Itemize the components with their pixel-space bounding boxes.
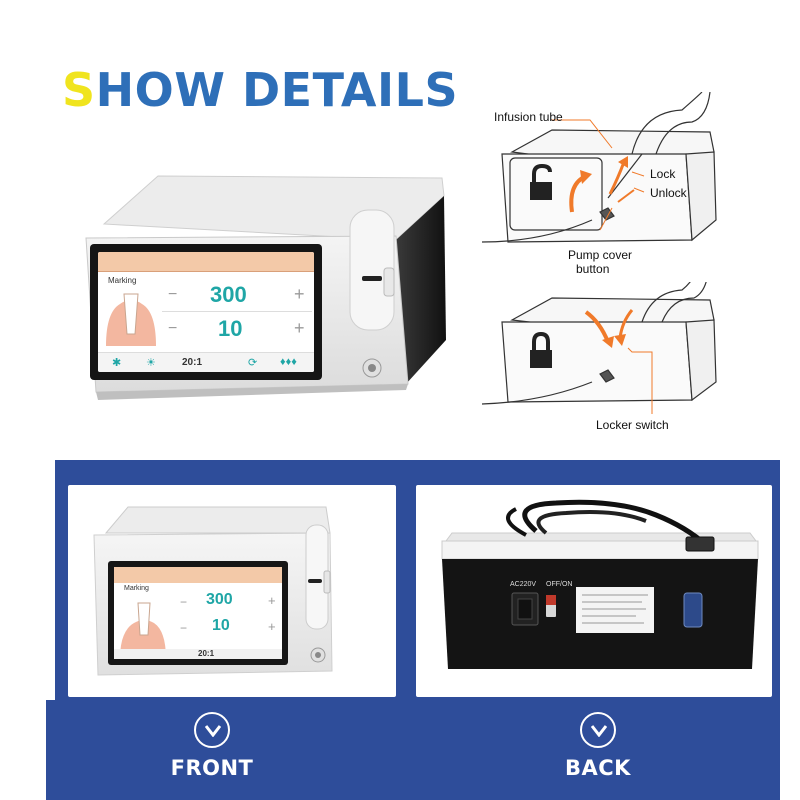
front-mode-label: Marking — [124, 585, 149, 592]
title-rest: HOW DETAILS — [95, 63, 459, 117]
front-speed-minus: − — [180, 595, 188, 609]
caption-front: FRONT — [142, 712, 282, 780]
front-torque-minus: − — [180, 621, 188, 635]
label-infusion-tube: Infusion tube — [494, 110, 563, 124]
screen-tooth-strip — [98, 252, 314, 272]
page-title: SHOW DETAILS — [62, 62, 458, 118]
speed-plus[interactable]: + — [294, 284, 305, 304]
light-icon[interactable]: ☀ — [146, 357, 156, 369]
caption-back: BACK — [528, 712, 668, 780]
back-power-switch-label: OFF/ON — [546, 581, 573, 588]
caption-back-text: BACK — [565, 756, 631, 780]
ratio-label: 20:1 — [182, 357, 203, 368]
front-torque-plus: + — [268, 619, 276, 634]
panel-separator — [396, 497, 416, 697]
title-first-letter: S — [62, 63, 96, 117]
speed-minus[interactable]: − — [168, 286, 178, 303]
water-drops-icon[interactable]: ♦♦♦ — [280, 356, 297, 368]
label-locker-switch: Locker switch — [596, 418, 669, 432]
front-panel: Marking − 300 + − 10 + 20:1 — [68, 485, 396, 697]
label-lock: Lock — [650, 167, 676, 181]
device-main-view: Marking − 300 + − 10 + 20:1 ♦♦♦ ✱ ☀ ⟳ — [66, 170, 450, 410]
diagram-unlock-drawing — [481, 91, 717, 243]
chevron-down-icon — [580, 712, 616, 748]
settings-icon[interactable]: ✱ — [112, 357, 122, 369]
label-unlock: Unlock — [650, 186, 687, 200]
speed-value: 300 — [210, 282, 247, 307]
torque-minus[interactable]: − — [168, 320, 178, 337]
back-voltage-label: AC220V — [510, 581, 537, 588]
label-pump-cover-1: Pump cover — [568, 248, 633, 262]
screen-bottom-bar: 20:1 ♦♦♦ ✱ ☀ ⟳ — [98, 352, 314, 372]
tooth-illustration — [102, 290, 160, 346]
caption-front-text: FRONT — [170, 756, 254, 780]
screen-mode-label: Marking — [108, 276, 137, 285]
device-screen: Marking − 300 + − 10 + 20:1 ♦♦♦ ✱ ☀ ⟳ — [98, 252, 314, 372]
bottom-caption-bar — [46, 700, 780, 800]
label-pump-cover-2: button — [576, 262, 610, 276]
direction-icon[interactable]: ⟳ — [248, 357, 258, 369]
diagram-unlock: Infusion tube Lock Unlock Pump cover but… — [481, 91, 722, 282]
torque-plus[interactable]: + — [294, 318, 305, 338]
device-back-illustration — [441, 499, 759, 669]
front-speed-value: 300 — [206, 591, 233, 608]
chevron-down-icon — [194, 712, 230, 748]
front-speed-plus: + — [268, 593, 276, 608]
diagram-lock-drawing — [481, 271, 717, 414]
torque-value: 10 — [218, 316, 243, 341]
device-front-illustration — [93, 506, 333, 676]
diagram-lock: Locker switch — [481, 271, 722, 442]
front-torque-value: 10 — [212, 617, 230, 634]
front-ratio: 20:1 — [198, 649, 215, 658]
back-panel: AC220V OFF/ON — [416, 485, 772, 697]
